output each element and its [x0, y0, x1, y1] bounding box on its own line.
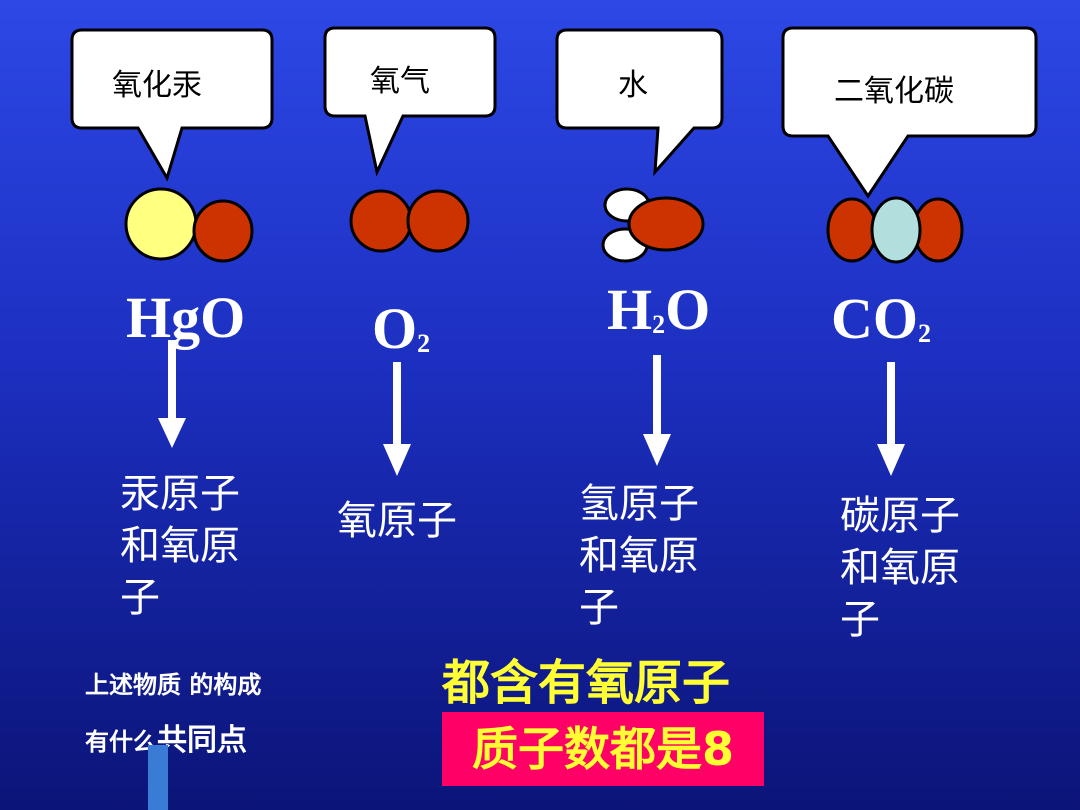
question-line-2: 有什么共同点: [85, 715, 247, 759]
formula-hgo: HgO: [126, 289, 245, 347]
callout-bubble-4: [781, 26, 1038, 199]
formula-main: O: [372, 296, 418, 361]
oxygen-atom: [192, 199, 254, 263]
formula-co2: CO2: [831, 290, 931, 348]
answer-proton-count: 质子数都是8: [442, 712, 764, 786]
carbon-atom: [870, 196, 922, 264]
arrow-down-icon: [158, 340, 186, 448]
formula-pre: H: [607, 277, 653, 342]
question-line-2b: 共同点: [157, 723, 247, 758]
description-co2: 碳原子 和氧原 子: [840, 493, 960, 643]
description-h2o: 氢原子 和氧原 子: [579, 481, 699, 631]
question-line-1: 上述物质 的构成: [85, 671, 262, 699]
callout-bubble-1: [70, 28, 274, 182]
formula-main: CO: [831, 286, 918, 351]
formula-subscript: 2: [417, 329, 431, 358]
arrow-down-icon: [877, 362, 905, 476]
oxygen-atom: [826, 197, 878, 263]
callout-bubble-3: [555, 28, 724, 177]
formula-subscript: 2: [918, 319, 931, 348]
oxygen-atom: [349, 189, 413, 253]
callout-label-water: 水: [618, 68, 648, 103]
decorative-stripe: [148, 745, 168, 810]
arrow-down-icon: [383, 362, 411, 476]
formula-text: HgO: [126, 285, 246, 350]
formula-h2o: H2O: [607, 281, 710, 339]
oxygen-atom: [627, 196, 705, 252]
description-o2: 氧原子: [337, 498, 457, 544]
arrow-down-icon: [643, 355, 671, 466]
formula-o2: O2: [372, 300, 430, 358]
description-hgo: 汞原子 和氧原 子: [120, 471, 240, 621]
mercury-atom: [124, 187, 198, 261]
oxygen-atom: [406, 189, 470, 253]
answer-contains-oxygen: 都含有氧原子: [442, 655, 731, 711]
callout-label-carbon-dioxide: 二氧化碳: [834, 74, 954, 109]
question-line-2a: 有什么: [85, 728, 157, 756]
callout-label-mercury-oxide: 氧化汞: [112, 68, 202, 103]
formula-subscript: 2: [652, 310, 666, 339]
formula-post: O: [665, 277, 711, 342]
callout-bubble-2: [323, 26, 497, 177]
callout-label-oxygen: 氧气: [370, 64, 430, 99]
